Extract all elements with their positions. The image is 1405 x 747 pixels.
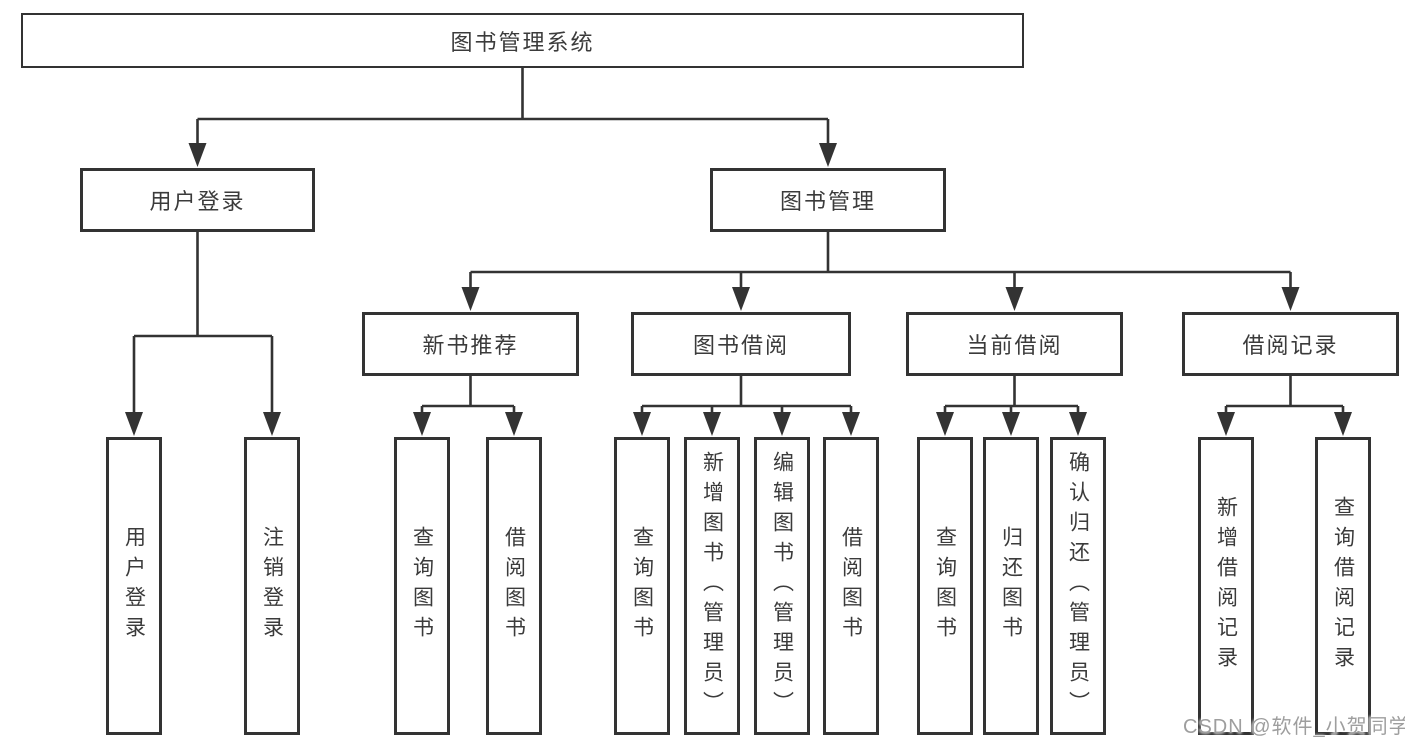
node-label: 查询图书: [630, 526, 654, 646]
leaf-records-query-record: 查询借阅记录: [1315, 437, 1371, 735]
leaf-records-add-record: 新增借阅记录: [1198, 437, 1254, 735]
leaf-user-login: 用户登录: [106, 437, 162, 735]
node-label: 编辑图书（管理员）: [770, 451, 794, 721]
node-current-borrow: 当前借阅: [906, 312, 1123, 376]
node-label: 借阅记录: [1242, 333, 1339, 358]
node-label: 用户登录: [122, 526, 146, 646]
watermark: CSDN @软件_小贺同学: [1183, 716, 1405, 738]
node-label: 归还图书: [999, 526, 1023, 646]
arrowheads: [125, 143, 1352, 436]
node-label: 借阅图书: [502, 526, 526, 646]
leaf-current-confirm-return-admin: 确认归还（管理员）: [1050, 437, 1106, 735]
node-label: 当前借阅: [966, 333, 1063, 358]
node-label: 图书借阅: [692, 333, 789, 358]
node-label: 查询借阅记录: [1331, 496, 1355, 676]
node-label: 注销登录: [260, 526, 284, 646]
node-label: 用户登录: [149, 189, 246, 214]
leaf-recommend-borrow-books: 借阅图书: [486, 437, 542, 735]
node-label: 确认归还（管理员）: [1066, 451, 1090, 721]
leaf-borrow-edit-books-admin: 编辑图书（管理员）: [754, 437, 810, 735]
leaf-borrow-add-books-admin: 新增图书（管理员）: [684, 437, 740, 735]
node-user-login: 用户登录: [80, 168, 315, 232]
leaf-borrow-query-books: 查询图书: [614, 437, 670, 735]
node-label: 借阅图书: [839, 526, 863, 646]
leaf-borrow-borrow-books: 借阅图书: [823, 437, 879, 735]
node-label: 新增图书（管理员）: [700, 451, 724, 721]
node-book-borrow: 图书借阅: [631, 312, 851, 376]
node-book-management: 图书管理: [710, 168, 946, 232]
node-label: 图书管理: [779, 189, 876, 214]
leaf-current-query-books: 查询图书: [917, 437, 973, 735]
node-root: 图书管理系统: [21, 13, 1024, 68]
leaf-recommend-query-books: 查询图书: [394, 437, 450, 735]
leaf-current-return-books: 归还图书: [983, 437, 1039, 735]
node-new-book-recommend: 新书推荐: [362, 312, 579, 376]
node-borrow-records: 借阅记录: [1182, 312, 1399, 376]
leaf-logout-login: 注销登录: [244, 437, 300, 735]
node-label: 查询图书: [410, 526, 434, 646]
node-label: 新增借阅记录: [1214, 496, 1238, 676]
node-label: 图书管理系统: [450, 29, 595, 55]
node-label: 查询图书: [933, 526, 957, 646]
node-label: 新书推荐: [422, 333, 519, 358]
